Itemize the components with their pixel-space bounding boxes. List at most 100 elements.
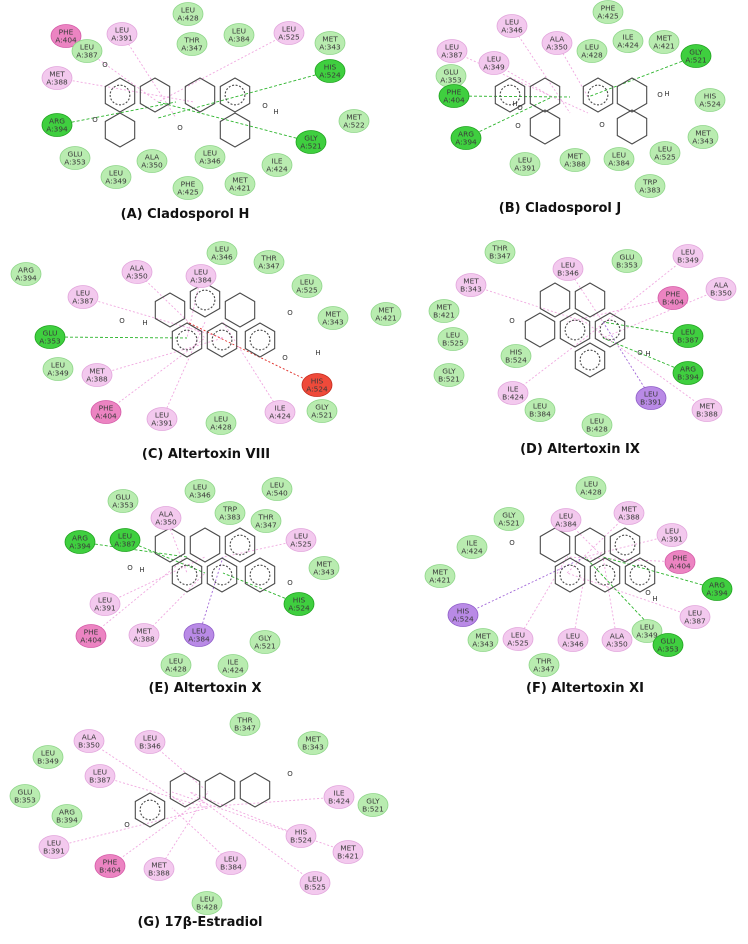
residue-glu-a353[interactable]: GLUA:353 bbox=[435, 64, 467, 88]
residue-glu-a353[interactable]: GLUA:353 bbox=[107, 489, 139, 513]
residue-leu-a387[interactable]: LEUA:387 bbox=[109, 528, 141, 552]
residue-ala-b350[interactable]: ALAB:350 bbox=[705, 277, 737, 301]
residue-ile-a424[interactable]: ILEA:424 bbox=[612, 29, 644, 53]
residue-arg-a394[interactable]: ARGA:394 bbox=[450, 126, 482, 150]
residue-leu-b349[interactable]: LEUB:349 bbox=[672, 244, 704, 268]
residue-met-a421[interactable]: META:421 bbox=[424, 564, 456, 588]
residue-thr-b347[interactable]: THRB:347 bbox=[484, 240, 516, 264]
residue-thr-a347[interactable]: THRA:347 bbox=[250, 509, 282, 533]
residue-gly-a521[interactable]: GLYA:521 bbox=[493, 507, 525, 531]
residue-leu-b387[interactable]: LEUB:387 bbox=[672, 324, 704, 348]
residue-ala-a350[interactable]: ALAA:350 bbox=[121, 260, 153, 284]
residue-leu-a391[interactable]: LEUA:391 bbox=[106, 22, 138, 46]
residue-thr-a347[interactable]: THRA:347 bbox=[528, 653, 560, 677]
residue-gly-b521[interactable]: GLYB:521 bbox=[357, 793, 389, 817]
residue-leu-b384[interactable]: LEUB:384 bbox=[215, 851, 247, 875]
residue-leu-b349[interactable]: LEUB:349 bbox=[32, 745, 64, 769]
residue-leu-a525[interactable]: LEUA:525 bbox=[273, 21, 305, 45]
residue-arg-a394[interactable]: ARGA:394 bbox=[701, 577, 733, 601]
residue-met-a421[interactable]: META:421 bbox=[370, 302, 402, 326]
residue-ala-b350[interactable]: ALAB:350 bbox=[73, 729, 105, 753]
residue-leu-a525[interactable]: LEUA:525 bbox=[502, 627, 534, 651]
residue-leu-a428[interactable]: LEUA:428 bbox=[205, 411, 237, 435]
residue-leu-a346[interactable]: LEUA:346 bbox=[496, 14, 528, 38]
residue-gly-b521[interactable]: GLYB:521 bbox=[433, 363, 465, 387]
residue-leu-b428[interactable]: LEUB:428 bbox=[191, 891, 223, 915]
residue-met-a388[interactable]: META:388 bbox=[559, 148, 591, 172]
residue-leu-a525[interactable]: LEUA:525 bbox=[285, 528, 317, 552]
residue-met-a421[interactable]: META:421 bbox=[224, 172, 256, 196]
residue-leu-a384[interactable]: LEUA:384 bbox=[550, 508, 582, 532]
residue-met-b388[interactable]: METB:388 bbox=[691, 398, 723, 422]
residue-leu-a384[interactable]: LEUA:384 bbox=[185, 264, 217, 288]
residue-arg-a394[interactable]: ARGA:394 bbox=[41, 113, 73, 137]
residue-phe-a404[interactable]: PHEA:404 bbox=[90, 400, 122, 424]
residue-met-a343[interactable]: META:343 bbox=[308, 556, 340, 580]
residue-trp-a383[interactable]: TRPA:383 bbox=[214, 501, 246, 525]
residue-leu-b384[interactable]: LEUB:384 bbox=[524, 398, 556, 422]
residue-leu-a428[interactable]: LEUA:428 bbox=[160, 653, 192, 677]
residue-his-a524[interactable]: HISA:524 bbox=[301, 373, 333, 397]
residue-gly-a521[interactable]: GLYA:521 bbox=[680, 44, 712, 68]
residue-leu-a384[interactable]: LEUA:384 bbox=[183, 623, 215, 647]
residue-met-b421[interactable]: METB:421 bbox=[332, 840, 364, 864]
residue-leu-a387[interactable]: LEUA:387 bbox=[436, 39, 468, 63]
residue-leu-b525[interactable]: LEUB:525 bbox=[437, 327, 469, 351]
residue-ile-a424[interactable]: ILEA:424 bbox=[264, 400, 296, 424]
residue-leu-a349[interactable]: LEUA:349 bbox=[42, 357, 74, 381]
residue-arg-a394[interactable]: ARGA:394 bbox=[64, 530, 96, 554]
residue-met-a343[interactable]: META:343 bbox=[687, 125, 719, 149]
residue-phe-b404[interactable]: PHEB:404 bbox=[657, 286, 689, 310]
residue-met-a421[interactable]: META:421 bbox=[648, 30, 680, 54]
residue-leu-a525[interactable]: LEUA:525 bbox=[291, 274, 323, 298]
residue-leu-a346[interactable]: LEUA:346 bbox=[206, 241, 238, 265]
residue-ala-a350[interactable]: ALAA:350 bbox=[541, 31, 573, 55]
residue-leu-b391[interactable]: LEUB:391 bbox=[38, 835, 70, 859]
residue-glu-a353[interactable]: GLUA:353 bbox=[34, 325, 66, 349]
residue-leu-a428[interactable]: LEUA:428 bbox=[575, 476, 607, 500]
residue-his-a524[interactable]: HISA:524 bbox=[447, 603, 479, 627]
residue-leu-a384[interactable]: LEUA:384 bbox=[223, 23, 255, 47]
residue-phe-b404[interactable]: PHEB:404 bbox=[94, 854, 126, 878]
residue-phe-a425[interactable]: PHEA:425 bbox=[592, 0, 624, 24]
residue-leu-a387[interactable]: LEUA:387 bbox=[71, 39, 103, 63]
residue-ile-a424[interactable]: ILEA:424 bbox=[261, 153, 293, 177]
residue-ala-a350[interactable]: ALAA:350 bbox=[601, 628, 633, 652]
residue-leu-a391[interactable]: LEUA:391 bbox=[656, 523, 688, 547]
residue-ile-b424[interactable]: ILEB:424 bbox=[497, 381, 529, 405]
residue-met-a388[interactable]: META:388 bbox=[128, 623, 160, 647]
residue-his-a524[interactable]: HISA:524 bbox=[283, 592, 315, 616]
residue-phe-a404[interactable]: PHEA:404 bbox=[75, 624, 107, 648]
residue-leu-a387[interactable]: LEUA:387 bbox=[67, 285, 99, 309]
residue-met-a388[interactable]: META:388 bbox=[81, 363, 113, 387]
residue-his-b524[interactable]: HISB:524 bbox=[500, 344, 532, 368]
residue-met-a343[interactable]: META:343 bbox=[467, 628, 499, 652]
residue-leu-a346[interactable]: LEUA:346 bbox=[557, 628, 589, 652]
residue-leu-a428[interactable]: LEUA:428 bbox=[576, 39, 608, 63]
residue-leu-a384[interactable]: LEUA:384 bbox=[603, 147, 635, 171]
residue-met-b343[interactable]: METB:343 bbox=[455, 273, 487, 297]
residue-met-a343[interactable]: META:343 bbox=[317, 306, 349, 330]
residue-leu-a525[interactable]: LEUA:525 bbox=[649, 141, 681, 165]
residue-leu-b346[interactable]: LEUB:346 bbox=[552, 257, 584, 281]
residue-phe-a404[interactable]: PHEA:404 bbox=[438, 84, 470, 108]
residue-leu-a428[interactable]: LEUA:428 bbox=[172, 2, 204, 26]
residue-thr-a347[interactable]: THRA:347 bbox=[253, 250, 285, 274]
residue-leu-a391[interactable]: LEUA:391 bbox=[509, 152, 541, 176]
residue-leu-a349[interactable]: LEUA:349 bbox=[631, 619, 663, 643]
residue-his-b524[interactable]: HISB:524 bbox=[285, 824, 317, 848]
residue-met-a343[interactable]: META:343 bbox=[314, 31, 346, 55]
residue-leu-b387[interactable]: LEUB:387 bbox=[84, 764, 116, 788]
residue-thr-a347[interactable]: THRA:347 bbox=[176, 32, 208, 56]
residue-leu-b428[interactable]: LEUB:428 bbox=[581, 413, 613, 437]
residue-phe-a404[interactable]: PHEA:404 bbox=[664, 550, 696, 574]
residue-his-a524[interactable]: HISA:524 bbox=[694, 88, 726, 112]
residue-arg-b394[interactable]: ARGB:394 bbox=[51, 804, 83, 828]
residue-leu-b391[interactable]: LEUB:391 bbox=[635, 386, 667, 410]
residue-leu-a349[interactable]: LEUA:349 bbox=[478, 51, 510, 75]
residue-ile-a424[interactable]: ILEA:424 bbox=[456, 535, 488, 559]
residue-ala-a350[interactable]: ALAA:350 bbox=[136, 149, 168, 173]
residue-thr-b347[interactable]: THRB:347 bbox=[229, 712, 261, 736]
residue-met-b343[interactable]: METB:343 bbox=[297, 731, 329, 755]
residue-leu-a540[interactable]: LEUA:540 bbox=[261, 477, 293, 501]
